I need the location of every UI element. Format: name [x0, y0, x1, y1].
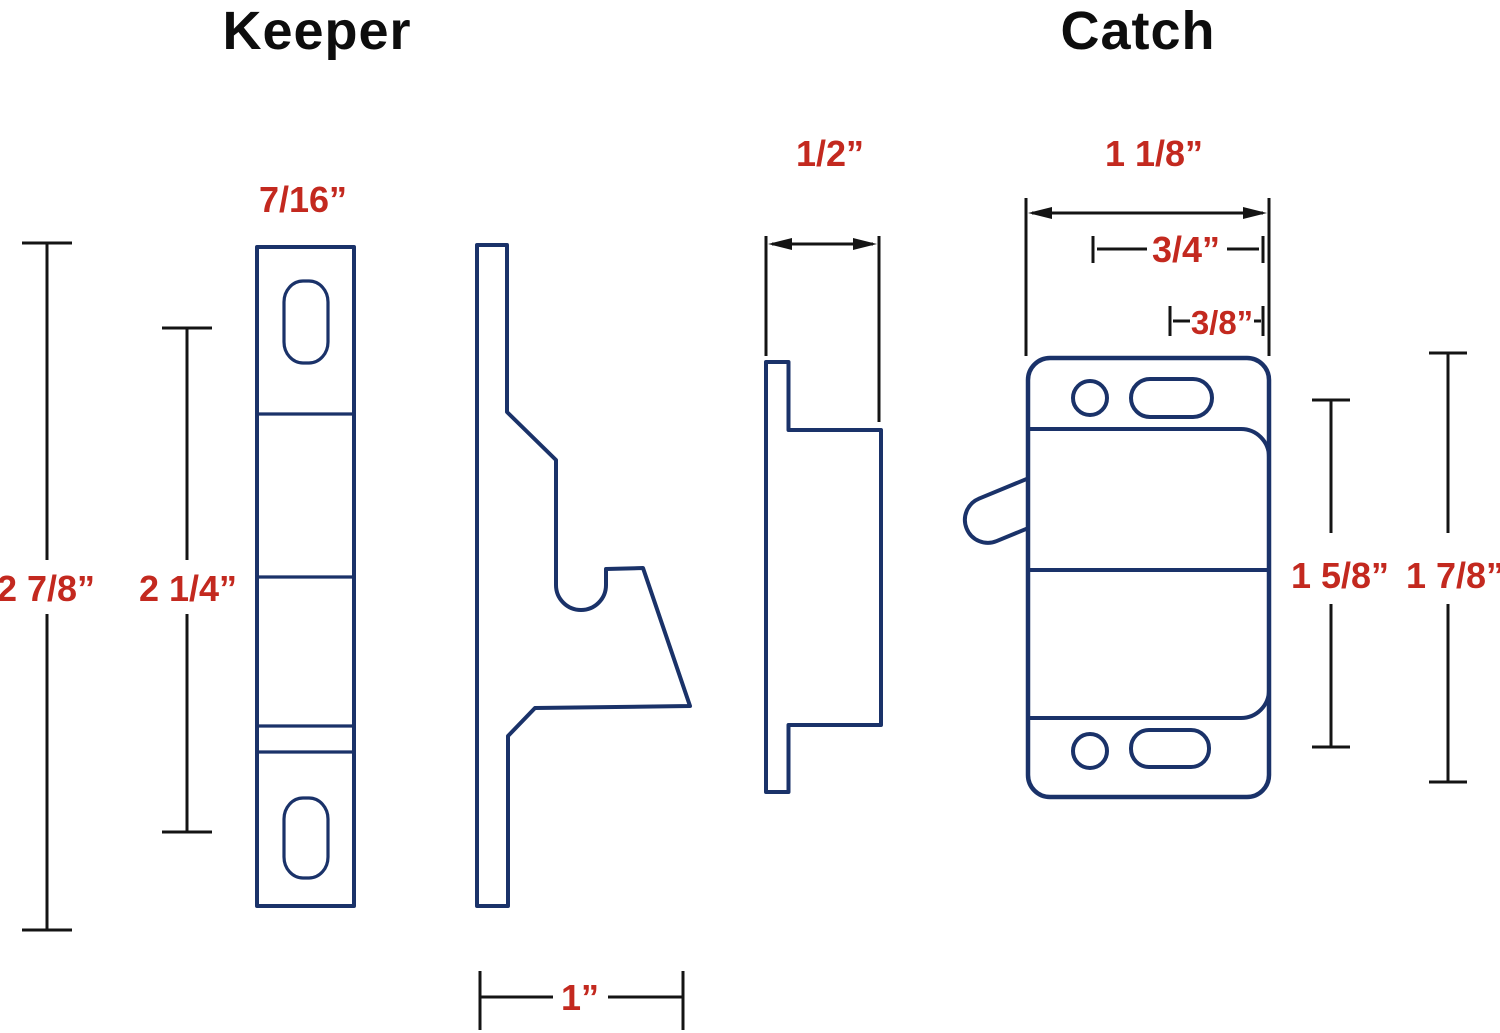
keeper-bottom-screw-slot — [282, 796, 330, 880]
keeper-overall-height-dimension: 2 7/8” — [0, 241, 95, 932]
keeper-front-view — [255, 245, 356, 908]
catch-overall-height-dimension: 1 7/8” — [1406, 351, 1500, 784]
left-arrowhead — [768, 238, 792, 250]
right-arrowhead — [853, 238, 877, 250]
catch-overall-width-dimension: 1 1/8” — [1024, 133, 1271, 356]
catch-section: Catch 1/2” 1 1/8” 3/4” — [764, 1, 1500, 800]
keeper-overall-height-label: 2 7/8” — [0, 568, 95, 609]
catch-bottom-round-hole — [1071, 732, 1109, 770]
catch-hole-spacing-dimension: 1 5/8” — [1291, 398, 1389, 749]
catch-overall-height-label: 1 7/8” — [1406, 555, 1500, 596]
catch-front-view — [962, 355, 1272, 800]
catch-round-hole-offset-label: 3/4” — [1152, 229, 1220, 270]
keeper-section: Keeper 7/16” 2 7/8” 2 1/4” — [0, 1, 692, 1030]
catch-top-slot-hole — [1129, 377, 1214, 419]
keeper-base-depth-dimension: 1” — [478, 971, 685, 1030]
catch-round-hole-offset-dimension: 3/4” — [1091, 229, 1265, 270]
right-arrowhead — [1243, 207, 1267, 219]
catch-plate-depth-dimension: 1/2” — [764, 133, 881, 422]
catch-side-view — [764, 360, 883, 794]
keeper-title: Keeper — [222, 1, 411, 61]
catch-title: Catch — [1060, 1, 1215, 61]
keeper-side-view — [475, 243, 692, 908]
catch-housing-bottom-edge — [1028, 689, 1271, 720]
catch-body-outline — [1025, 355, 1272, 800]
catch-plate-depth-label: 1/2” — [796, 133, 864, 174]
keeper-base-depth-label: 1” — [561, 977, 599, 1018]
keeper-plate-width-label: 7/16” — [259, 179, 347, 220]
keeper-slot-spacing-dimension: 2 1/4” — [139, 326, 237, 834]
catch-housing-top-edge — [1028, 427, 1271, 458]
keeper-top-screw-slot — [282, 279, 330, 365]
catch-slot-hole-offset-label: 3/8” — [1191, 304, 1253, 341]
left-arrowhead — [1028, 207, 1052, 219]
keeper-slot-spacing-label: 2 1/4” — [139, 568, 237, 609]
catch-top-round-hole — [1071, 379, 1109, 417]
catch-overall-width-label: 1 1/8” — [1105, 133, 1203, 174]
catch-hole-spacing-label: 1 5/8” — [1291, 555, 1389, 596]
catch-slot-hole-offset-dimension: 3/8” — [1168, 304, 1265, 341]
catch-bottom-slot-hole — [1129, 728, 1211, 769]
